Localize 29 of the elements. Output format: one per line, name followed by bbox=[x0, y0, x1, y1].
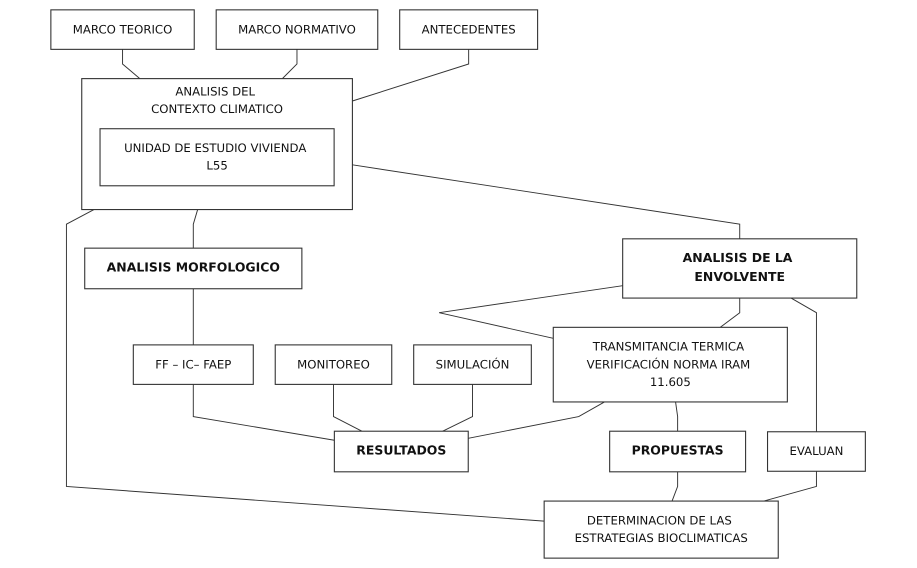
node-box: ANALISIS DE LA ENVOLVENTE bbox=[622, 238, 858, 299]
connector bbox=[66, 209, 546, 522]
connector bbox=[764, 470, 818, 502]
connector bbox=[193, 209, 198, 249]
node-box: EVALUAN bbox=[767, 431, 866, 472]
connector bbox=[672, 471, 678, 502]
node-box: DETERMINACION DE LAS ESTRATEGIAS BIOCLIMATICAS bbox=[544, 500, 780, 559]
node-box: FF – IC– FAEP bbox=[133, 344, 254, 385]
node-box: TRANSMITANCIA TERMICA VERIFICACIÓN NORMA IRAM 11.605 bbox=[553, 326, 788, 402]
connector bbox=[468, 401, 606, 439]
node-box: MARCO TEORICO bbox=[50, 9, 196, 50]
connector bbox=[791, 298, 818, 432]
connector bbox=[193, 288, 194, 346]
node-box: RESULTADOS bbox=[334, 430, 470, 472]
node-box: UNIDAD DE ESTUDIO VIVIENDA L55 bbox=[100, 128, 336, 186]
node-box: SIMULACIÓN bbox=[414, 344, 532, 385]
connector bbox=[439, 285, 624, 339]
node-box: ANALISIS MORFOLOGICO bbox=[84, 248, 303, 290]
connector bbox=[720, 298, 741, 328]
connector bbox=[122, 48, 141, 80]
connector bbox=[193, 384, 336, 441]
node-box: ANTECEDENTES bbox=[400, 9, 539, 50]
connector bbox=[352, 48, 470, 102]
connector bbox=[352, 164, 741, 240]
node-box: MARCO NORMATIVO bbox=[216, 9, 379, 50]
connector bbox=[282, 48, 298, 80]
node-box: MONITOREO bbox=[275, 344, 393, 385]
node-box: PROPUESTAS bbox=[610, 430, 747, 472]
connector bbox=[675, 401, 678, 432]
